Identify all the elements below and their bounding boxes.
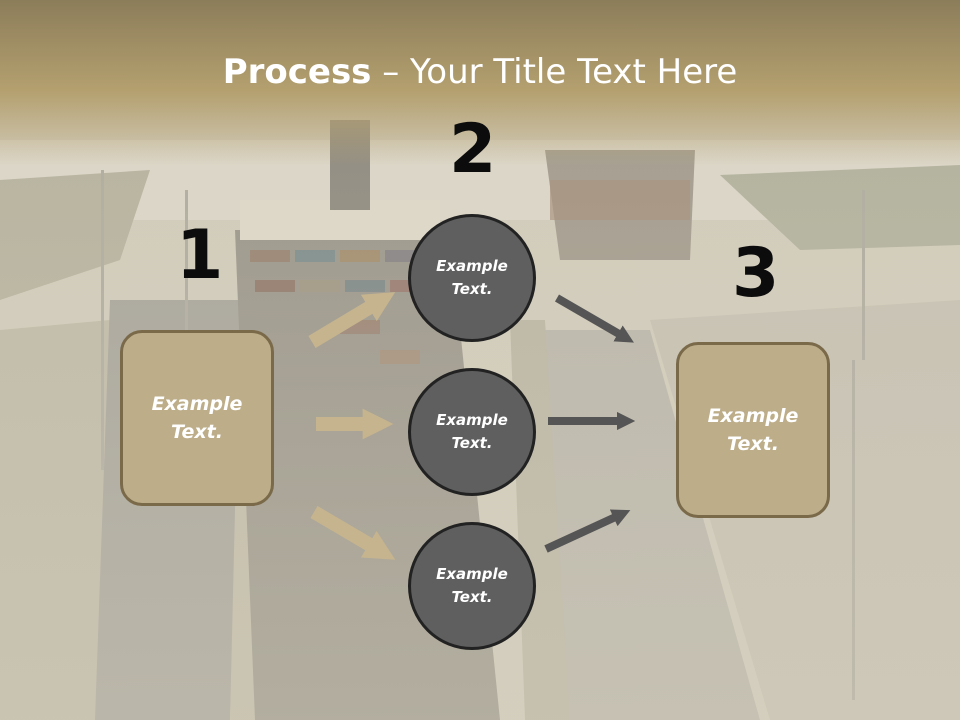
circle-top-label: Example Text. — [436, 256, 508, 298]
right-text-box[interactable]: Example Text. — [676, 342, 830, 518]
step-number-2: 2 — [449, 110, 497, 189]
circle-middle[interactable]: Example Text. — [408, 368, 536, 496]
left-text-box[interactable]: Example Text. — [120, 330, 274, 506]
step-number-3: 3 — [732, 234, 780, 313]
circle-bottom-label: Example Text. — [436, 564, 508, 606]
circle-bottom[interactable]: Example Text. — [408, 522, 536, 650]
title-rest: – Your Title Text Here — [371, 52, 738, 92]
circle-middle-label: Example Text. — [436, 410, 508, 452]
gray-arrow-down — [554, 294, 634, 343]
slide-title: Process – Your Title Text Here — [0, 52, 960, 92]
tan-arrow-up — [308, 292, 396, 349]
circle-top[interactable]: Example Text. — [408, 214, 536, 342]
right-box-label: Example Text. — [707, 404, 799, 456]
gray-arrow-up — [544, 509, 631, 553]
tan-arrow-down — [310, 505, 396, 560]
step-number-1: 1 — [176, 216, 224, 295]
left-box-label: Example Text. — [151, 392, 243, 444]
title-bold: Process — [222, 52, 372, 92]
